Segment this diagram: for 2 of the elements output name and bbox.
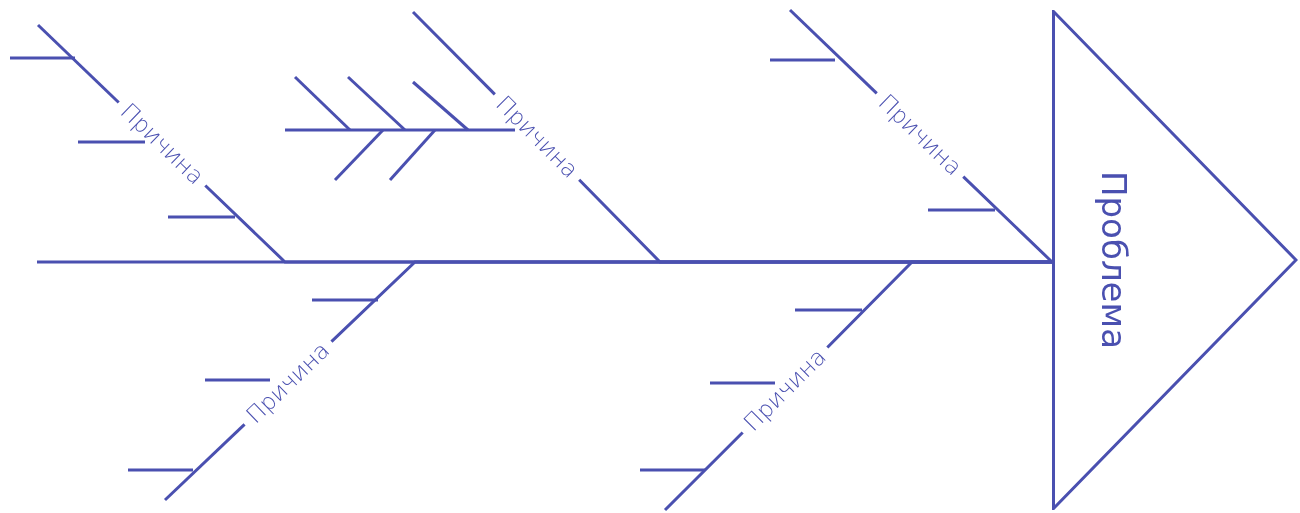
spine-line (37, 260, 1052, 264)
problem-label: Проблема (1097, 170, 1131, 350)
